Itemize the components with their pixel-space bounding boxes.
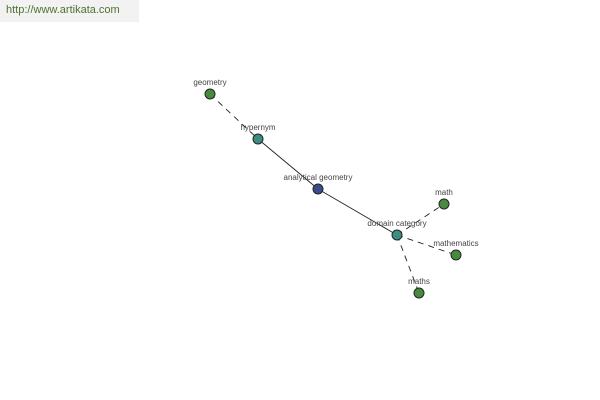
node-maths-dot[interactable]: [413, 287, 425, 299]
node-geometry-label: geometry: [193, 78, 226, 87]
node-analytical-geometry-label: analytical geometry: [284, 173, 353, 182]
node-math-dot[interactable]: [438, 198, 450, 210]
node-hypernym[interactable]: hypernym: [240, 123, 276, 145]
node-domain-category-label: domain category: [367, 219, 426, 228]
node-hypernym-dot[interactable]: [252, 133, 264, 145]
node-maths-label: maths: [408, 277, 430, 286]
node-analytical-geometry-dot[interactable]: [312, 183, 324, 195]
node-domain-category-dot[interactable]: [391, 229, 403, 241]
edge-hypernym-analytical-geometry: [257, 138, 319, 190]
node-domain-category[interactable]: domain category: [367, 219, 427, 241]
site-url[interactable]: http://www.artikata.com: [0, 0, 139, 22]
node-math[interactable]: math: [435, 188, 453, 210]
node-mathematics[interactable]: mathematics: [433, 239, 479, 261]
node-hypernym-label: hypernym: [240, 123, 275, 132]
node-maths[interactable]: maths: [408, 277, 430, 299]
edge-domain-category-math: [396, 203, 445, 236]
edge-geometry-hypernym: [209, 93, 259, 140]
node-mathematics-label: mathematics: [433, 239, 478, 248]
node-mathematics-dot[interactable]: [450, 249, 462, 261]
node-math-label: math: [435, 188, 453, 197]
node-analytical-geometry[interactable]: analytical geometry: [284, 173, 353, 195]
node-geometry[interactable]: geometry: [193, 78, 227, 100]
node-geometry-dot[interactable]: [204, 88, 216, 100]
edge-analytical-geometry-domain-category: [317, 188, 398, 236]
